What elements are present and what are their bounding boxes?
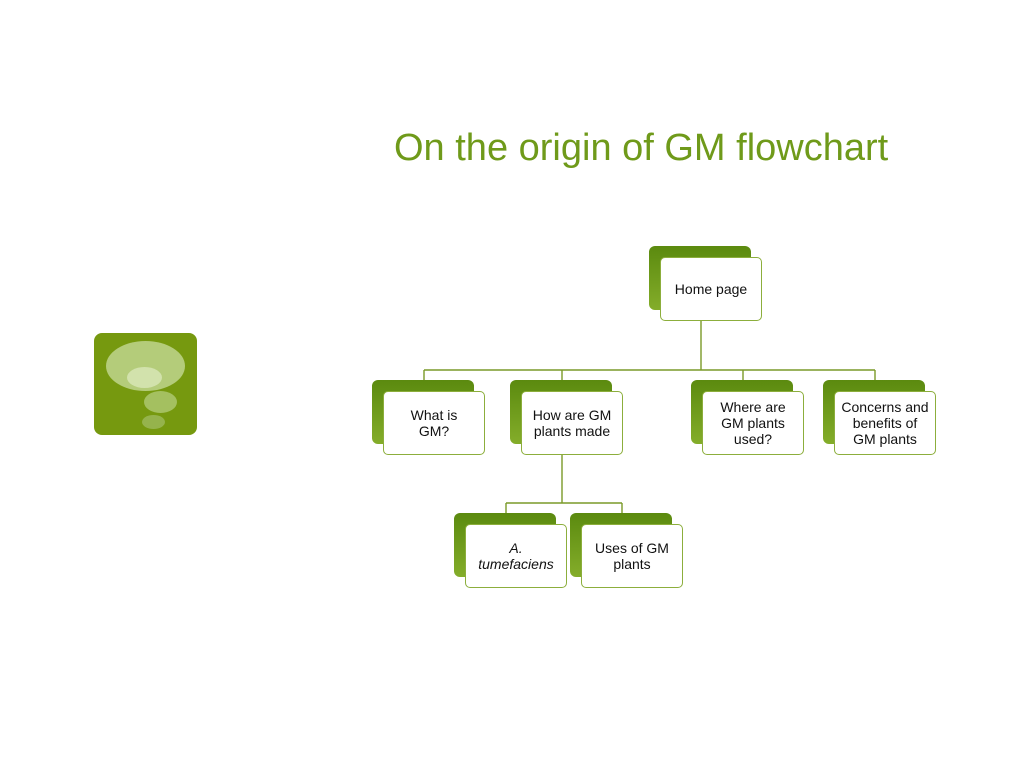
node-label: A. tumefaciens bbox=[478, 540, 554, 572]
node-uses-of-gm-plants[interactable]: Uses of GM plants bbox=[570, 513, 683, 588]
node-box: Home page bbox=[660, 257, 762, 321]
node-label: What is GM? bbox=[410, 407, 458, 439]
node-box: Where are GM plants used? bbox=[702, 391, 804, 455]
node-a-tumefaciens[interactable]: A. tumefaciens bbox=[454, 513, 567, 588]
medium-bubble-shape bbox=[144, 391, 177, 413]
node-concerns-and-benefits[interactable]: Concerns and benefits of GM plants bbox=[823, 380, 936, 455]
node-label: Uses of GM plants bbox=[595, 540, 669, 572]
node-label: Where are GM plants used? bbox=[720, 399, 786, 447]
small-bubble-shape bbox=[142, 415, 165, 429]
node-label: Concerns and benefits of GM plants bbox=[841, 399, 929, 447]
node-home-page[interactable]: Home page bbox=[649, 246, 762, 321]
node-how-are-gm-plants-made[interactable]: How are GM plants made bbox=[510, 380, 623, 455]
node-box: A. tumefaciens bbox=[465, 524, 567, 588]
node-box: Concerns and benefits of GM plants bbox=[834, 391, 936, 455]
node-what-is-gm[interactable]: What is GM? bbox=[372, 380, 485, 455]
slide-title: On the origin of GM flowchart bbox=[394, 127, 889, 169]
large-bubble-highlight bbox=[127, 367, 162, 388]
node-label: Home page bbox=[674, 281, 748, 297]
node-box: Uses of GM plants bbox=[581, 524, 683, 588]
node-box: How are GM plants made bbox=[521, 391, 623, 455]
node-box: What is GM? bbox=[383, 391, 485, 455]
thought-bubble-icon bbox=[94, 333, 197, 435]
node-where-are-gm-plants-used[interactable]: Where are GM plants used? bbox=[691, 380, 804, 455]
node-label: How are GM plants made bbox=[532, 407, 612, 439]
